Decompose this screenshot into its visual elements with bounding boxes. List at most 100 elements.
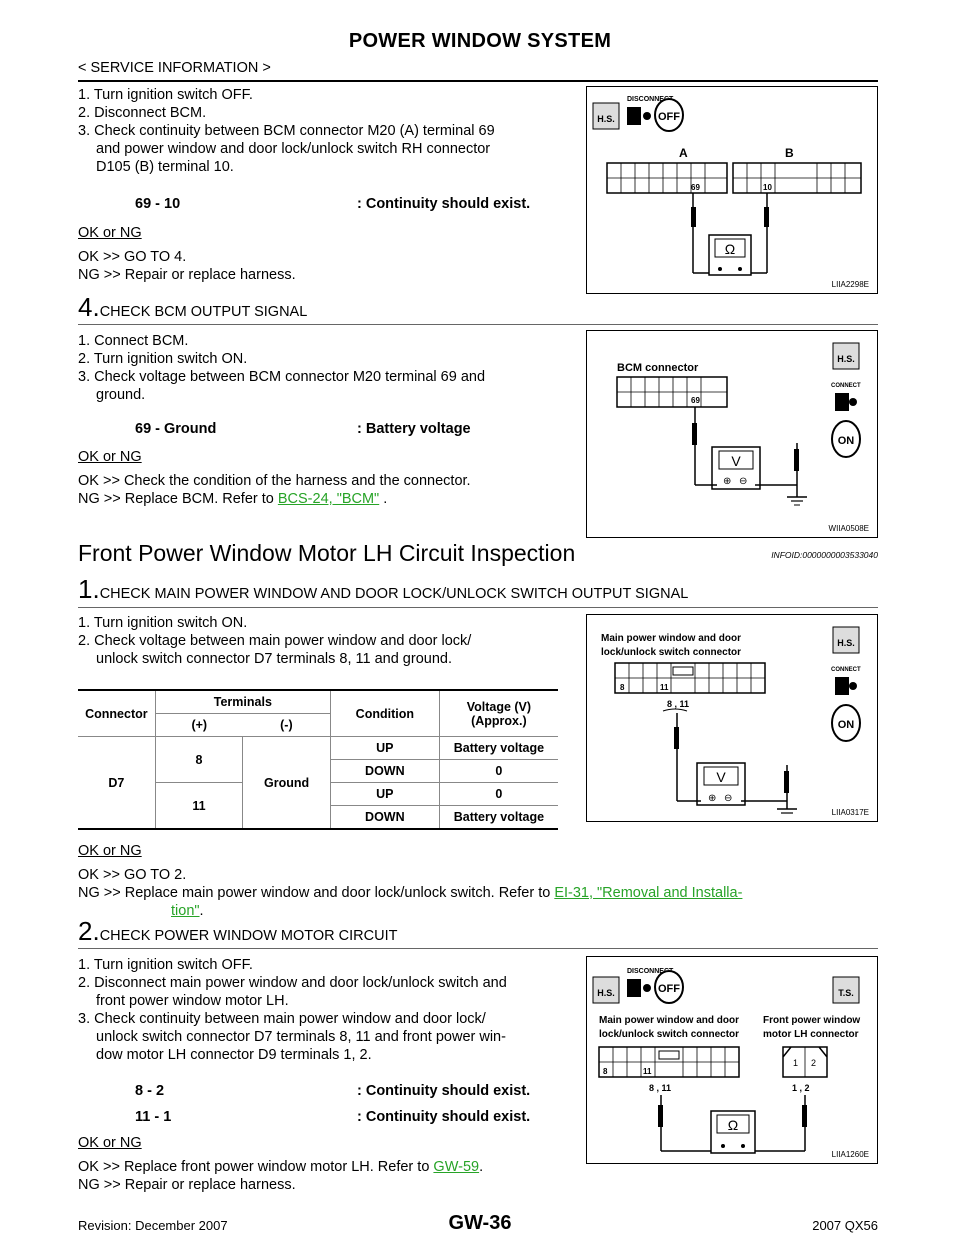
terminal-11-label: 11 [660,683,669,692]
spec-right: : Continuity should exist. [357,196,531,212]
ok-or-ng: OK or NG [78,449,142,465]
spec-left: 11 - 1 [135,1109,172,1125]
terminal-8-label: 8 [603,1067,608,1076]
terminal-10-label: 10 [763,183,772,192]
figure-motor-circuit: H.S. DISCONNECT OFF T.S. Main power wind… [586,956,878,1164]
step-line: 1. Turn ignition switch OFF. [78,957,253,973]
ok-result: OK >> Check the condition of the harness… [78,473,471,489]
ref-link-ei31[interactable]: EI-31, "Removal and Installa- [554,885,743,901]
ok-result: OK >> Replace front power window motor L… [78,1159,484,1175]
step-line: 3. Check voltage between BCM connector M… [78,369,486,385]
bcm-connector-label: BCM connector [617,362,699,374]
connect-label: CONNECT [831,383,861,389]
figure-id: LIIA1260E [831,1150,869,1159]
figure-switch-voltage: Main power window and door lock/unlock s… [586,614,878,822]
disconnect-label: DISCONNECT [627,96,674,103]
terminal-8-label: 8 [620,683,625,692]
ts-badge: T.S. [838,988,854,998]
step-line: 2. Disconnect BCM. [78,105,207,121]
step-number: 1. [78,574,100,604]
ng-result: NG >> Repair or replace harness. [78,267,296,283]
section-title: Front Power Window Motor LH Circuit Insp… [78,540,576,566]
voltmeter-symbol: V [716,769,726,785]
table-cell: 0 [438,759,558,783]
page-number: GW-36 [448,1212,512,1234]
info-id: INFOID:0000000003533040 [771,550,878,560]
hs-badge: H.S. [837,354,855,364]
step-line: ground. [96,387,146,403]
svg-text:⊕: ⊕ [708,793,716,804]
step-line: dow motor LH connector D9 terminals 1, 2… [96,1047,372,1063]
table-cell: 11 [154,782,243,830]
terminal-69-label: 69 [691,183,700,192]
svg-text:⊕: ⊕ [723,476,731,487]
step-number: 2. [78,916,100,946]
spec-left: 69 - Ground [135,421,217,437]
hs-badge: H.S. [597,114,615,124]
off-label: OFF [658,111,680,123]
spec-right: : Continuity should exist. [357,1109,531,1125]
model-year: 2007 QX56 [812,1218,878,1233]
ng-result-cont: tion". [171,903,204,919]
table-cell: UP [329,736,440,760]
on-label: ON [838,435,855,447]
step-line: 2. Disconnect main power window and door… [78,975,507,991]
table-header: Terminals [154,689,331,714]
terminal-11-label: 11 [643,1067,652,1076]
header-rule [78,80,878,82]
spec-right: : Battery voltage [357,421,471,437]
table-cell: UP [329,782,440,806]
switch-connector-label: lock/unlock switch connector [601,647,741,658]
table-header: Condition [329,689,440,737]
motor-connector-label: Front power window [763,1015,860,1026]
ref-link-gw59[interactable]: GW-59 [433,1159,480,1175]
ohmmeter-symbol: Ω [725,241,735,257]
step-line: D105 (B) terminal 10. [96,159,234,175]
figure-bcm-voltage: BCM connector 69 V ⊕⊖ H.S. CONNECT ON WI… [586,330,878,538]
switch-connector-label: Main power window and door [599,1015,739,1026]
ohmmeter-symbol: Ω [728,1117,738,1133]
terminal-2-label: 2 [811,1058,816,1068]
table-header: Connector [78,689,156,737]
terminals-label: 8 , 11 [649,1083,671,1093]
step-heading: 4.CHECK BCM OUTPUT SIGNAL [78,294,307,321]
step-line: unlock switch connector D7 terminals 8, … [96,1029,506,1045]
off-label: OFF [658,983,680,995]
revision-date: Revision: December 2007 [78,1218,228,1233]
voltage-spec-table: Connector Terminals Condition Voltage (V… [78,689,558,830]
table-cell: DOWN [329,759,440,783]
terminals-label: 8 , 11 [667,699,689,709]
table-cell: 0 [438,782,558,806]
figure-id: LIIA0317E [831,808,869,817]
spec-left: 69 - 10 [135,196,181,212]
terminals-label: 1 , 2 [792,1083,810,1093]
table-header: (+) [154,713,243,737]
figure-id: LIIA2298E [831,280,869,289]
ref-link-bcs24[interactable]: BCS-24, "BCM" [277,491,380,507]
step-rule [78,607,878,608]
connector-a-label: A [679,146,688,160]
page-title: POWER WINDOW SYSTEM [348,30,612,52]
table-cell: Battery voltage [438,805,558,830]
table-header: (-) [242,713,331,737]
step-number: 4. [78,292,100,322]
figure-id: WIIA0508E [828,524,869,533]
ok-result: OK >> GO TO 4. [78,249,187,265]
hs-badge: H.S. [597,988,615,998]
table-cell: Battery voltage [438,736,558,760]
spec-left: 8 - 2 [135,1083,165,1099]
step-line: 1. Turn ignition switch OFF. [78,87,253,103]
ng-result: NG >> Replace BCM. Refer to BCS-24, "BCM… [78,491,388,507]
voltmeter-symbol: V [731,453,741,469]
table-cell: D7 [78,736,156,830]
svg-text:⊖: ⊖ [724,793,732,804]
spec-right: : Continuity should exist. [357,1083,531,1099]
step-line: 2. Turn ignition switch ON. [78,351,248,367]
step-line: 1. Turn ignition switch ON. [78,615,248,631]
ref-link-ei31-cont[interactable]: tion" [171,903,200,919]
table-header: Voltage (V) (Approx.) [438,689,558,737]
ok-or-ng: OK or NG [78,843,142,859]
step-rule [78,324,878,325]
switch-connector-label: Main power window and door [601,633,741,644]
step-line: and power window and door lock/unlock sw… [96,141,491,157]
